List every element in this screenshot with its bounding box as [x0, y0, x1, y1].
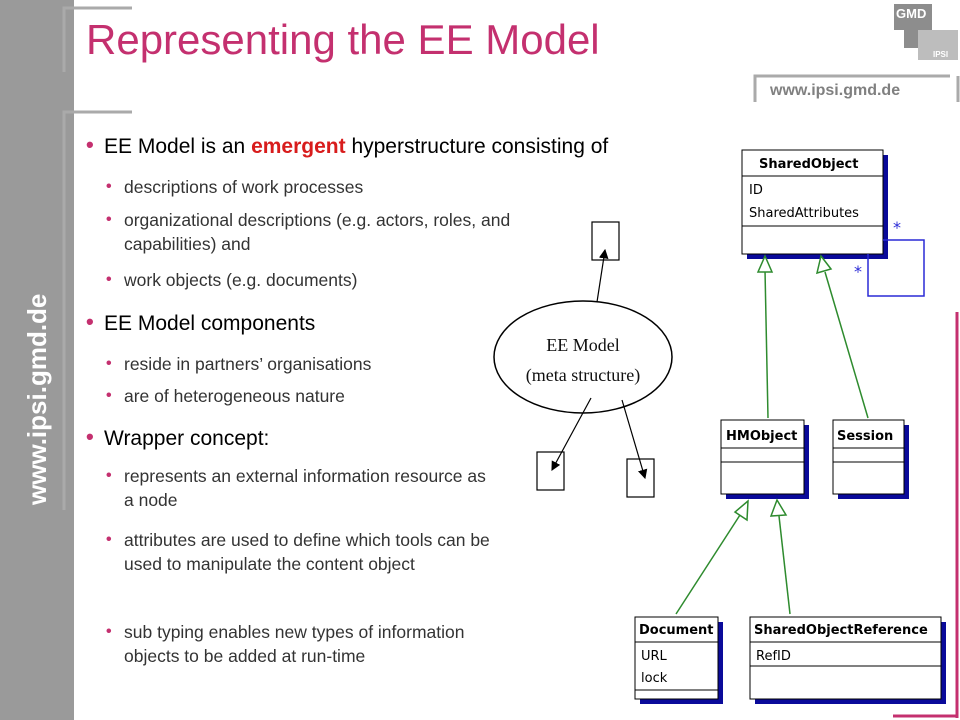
sub-bullet-3-1: represents an external information resou…	[124, 466, 486, 510]
bullet-dot: •	[86, 132, 94, 157]
gen-arrowhead	[756, 254, 774, 273]
ellipse-label-2: (meta structure)	[525, 365, 641, 385]
uml-session: Session	[832, 419, 909, 499]
ellipse-label-1: EE Model	[546, 335, 620, 355]
sub-bullet-dot: •	[106, 178, 112, 195]
sub-bullet-1-3: work objects (e.g. documents)	[124, 270, 358, 290]
sub-bullet-3-3: sub typing enables new types of informat…	[124, 622, 465, 666]
shared-object-reference-attr: RefID	[756, 649, 791, 664]
document-title: Document	[639, 623, 714, 638]
gen-ref-hm	[778, 515, 791, 615]
title-bracket	[62, 6, 132, 72]
sub-bullet-2-1: reside in partners’ organisations	[124, 354, 372, 374]
bullet-1-emph: emergent	[251, 135, 346, 158]
arrow-right	[621, 399, 648, 480]
shared-object-title: SharedObject	[759, 157, 858, 172]
arrow-up	[596, 248, 609, 303]
bullet-1-pre: EE Model is an	[104, 135, 252, 158]
gen-arrowhead	[815, 254, 833, 275]
url-bracket	[753, 74, 950, 102]
self-association	[867, 239, 925, 297]
multiplicity-b: *	[854, 262, 862, 281]
document-attr-lock: lock	[641, 671, 668, 686]
sub-bullet-dot: •	[106, 271, 112, 288]
sidebar	[0, 0, 74, 720]
page-title: Representing the EE Model	[86, 16, 600, 63]
node-box-top	[591, 221, 620, 261]
sub-bullet-1-2: organizational descriptions (e.g. actors…	[124, 210, 511, 254]
bullet-1-post: hyperstructure consisting of	[345, 135, 609, 158]
sub-bullet-dot: •	[106, 211, 112, 228]
sub-bullet-dot: •	[106, 623, 112, 640]
uml-shared-object-reference: SharedObjectReference RefID	[749, 616, 946, 704]
bullet-2: EE Model components	[104, 312, 316, 335]
uml-hm-object: HMObject	[720, 419, 809, 499]
header-url: www.ipsi.gmd.de	[770, 82, 901, 99]
uml-shared-object: SharedObject ID SharedAttributes	[741, 149, 888, 259]
gen-document-hm	[675, 514, 741, 615]
document-attr-url: URL	[641, 649, 668, 664]
sub-bullet-1-1: descriptions of work processes	[124, 177, 364, 197]
gmd-ipsi-logo	[894, 4, 958, 60]
logo-gmd: GMD	[896, 6, 927, 21]
session-title: Session	[837, 429, 893, 444]
uml-document: Document URL lock	[634, 616, 723, 704]
gen-arrowhead	[769, 498, 788, 517]
logo-ipsi: IPSI	[933, 50, 949, 59]
shared-object-attr-id: ID	[749, 183, 763, 198]
sub-bullet-dot: •	[106, 355, 112, 372]
bullet-dot: •	[86, 309, 94, 334]
gen-arrowhead	[733, 499, 749, 522]
gen-hm-shared	[764, 269, 769, 419]
sub-bullet-dot: •	[106, 467, 112, 484]
ee-model-ellipse	[493, 300, 673, 414]
sub-bullet-dot: •	[106, 387, 112, 404]
arrow-left	[551, 397, 592, 472]
multiplicity-a: *	[893, 218, 901, 237]
hm-object-title: HMObject	[726, 429, 797, 444]
gen-session-shared	[824, 271, 869, 419]
bullet-1: EE Model is an emergent hyperstructure c…	[104, 135, 608, 159]
shared-object-reference-title: SharedObjectReference	[754, 623, 928, 638]
sub-bullet-3-2: attributes are used to define which tool…	[124, 530, 490, 574]
bullet-dot: •	[86, 424, 94, 449]
shared-object-attr-shared: SharedAttributes	[749, 206, 859, 221]
node-box-left	[536, 451, 565, 491]
content-bracket	[62, 110, 132, 510]
sub-bullet-dot: •	[106, 531, 112, 548]
bullet-3: Wrapper concept:	[104, 427, 270, 450]
sub-bullet-2-2: are of heterogeneous nature	[124, 386, 345, 406]
